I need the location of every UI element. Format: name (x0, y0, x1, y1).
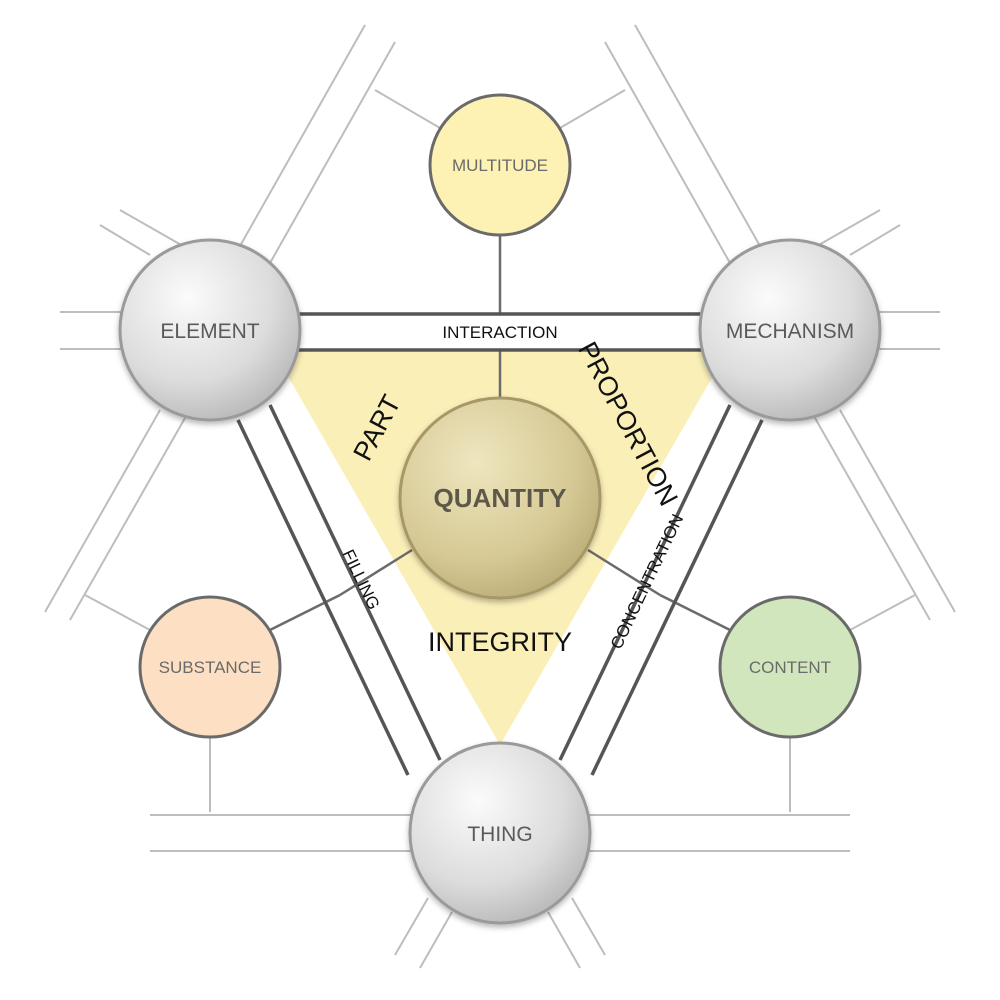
content-node: CONTENT (718, 595, 862, 739)
thing-label: THING (467, 823, 532, 846)
multitude-node: MULTITUDE (428, 93, 572, 237)
interaction-label: INTERACTION (442, 323, 557, 342)
substance-label: SUBSTANCE (159, 658, 262, 677)
element-label: ELEMENT (160, 320, 259, 343)
quantity-label: QUANTITY (434, 483, 567, 513)
multitude-label: MULTITUDE (452, 156, 548, 175)
integrity-label: INTEGRITY (428, 627, 572, 657)
connector-lines (269, 235, 731, 632)
mechanism-label: MECHANISM (726, 320, 854, 343)
substance-node: SUBSTANCE (138, 595, 282, 739)
element-node: ELEMENT (118, 238, 302, 422)
filling-label: FILLING (339, 547, 384, 613)
thing-node: THING (408, 741, 592, 925)
interaction-band (298, 312, 702, 352)
quantity-node: QUANTITY (398, 396, 602, 600)
concentration-band (558, 404, 764, 776)
filling-band (236, 404, 442, 776)
mechanism-node: MECHANISM (698, 238, 882, 422)
content-label: CONTENT (749, 658, 831, 677)
